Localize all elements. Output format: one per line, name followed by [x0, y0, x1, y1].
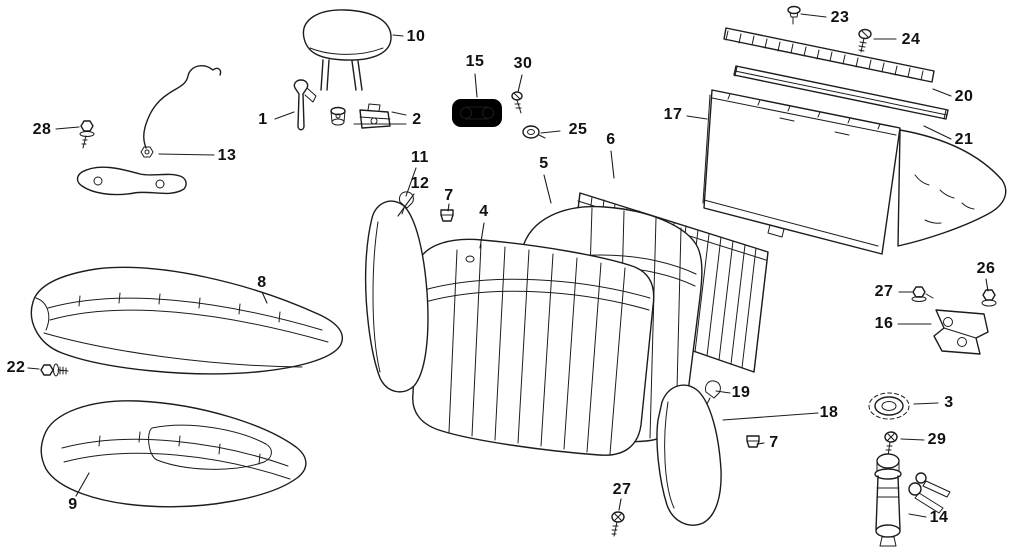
callout-29: 29 [927, 431, 947, 448]
callout-16: 16 [874, 315, 894, 332]
callout-2: 2 [412, 111, 422, 128]
seat-wire-13 [76, 65, 222, 196]
callout-1: 1 [258, 111, 268, 128]
callout-11: 11 [411, 149, 429, 166]
clip-7-top [440, 209, 454, 222]
callout-28: 28 [32, 121, 52, 138]
callout-22: 22 [6, 359, 26, 376]
side-bolster-right-18-19 [656, 380, 722, 526]
callout-12: 12 [410, 175, 430, 192]
callout-23: 23 [830, 9, 850, 26]
callout-7-a: 7 [444, 187, 454, 204]
callout-24: 24 [901, 31, 921, 48]
callout-15: 15 [465, 53, 485, 70]
callout-21: 21 [954, 131, 974, 148]
guide-bracket-15 [452, 99, 502, 127]
screw-27-bottom [611, 511, 625, 537]
callout-4: 4 [479, 203, 489, 220]
seat-back-cushion-4 [412, 238, 655, 456]
callout-3: 3 [944, 394, 954, 411]
callout-25: 25 [568, 121, 588, 138]
seat-cushion-8 [30, 266, 344, 375]
callout-8: 8 [257, 274, 267, 291]
headrest-10 [302, 9, 392, 91]
lock-cylinder-14 [874, 453, 951, 547]
headrest-stay-1 [293, 79, 317, 131]
clip-7-bottom [746, 435, 760, 448]
callout-5: 5 [539, 155, 549, 172]
striker-bracket-16 [933, 309, 989, 355]
rear-window-molding-21 [733, 65, 949, 120]
headrest-guides-2 [330, 103, 391, 129]
seat-cushion-9 [40, 400, 307, 508]
callout-19: 19 [731, 384, 751, 401]
rear-window-rail-20 [723, 27, 935, 83]
rear-shelf-panel-17 [702, 89, 1007, 255]
side-bolster-left-11-12 [364, 191, 429, 393]
callout-10: 10 [406, 28, 426, 45]
bolt-26 [981, 289, 997, 307]
bolt-22 [40, 363, 69, 377]
callout-9: 9 [68, 496, 78, 513]
callout-13: 13 [217, 147, 237, 164]
screw-24 [858, 28, 872, 53]
callout-26: 26 [976, 260, 996, 277]
callout-30: 30 [513, 55, 533, 72]
screw-29 [884, 431, 898, 457]
screw-30 [511, 91, 523, 114]
push-clip-23 [787, 5, 801, 25]
callout-27-a: 27 [874, 283, 894, 300]
callout-18: 18 [819, 404, 839, 421]
callout-7-b: 7 [769, 434, 779, 451]
grommet-25 [522, 125, 546, 139]
grommet-3 [868, 392, 910, 420]
callout-27-b: 27 [612, 481, 632, 498]
leader-lines [27, 13, 989, 518]
bolt-27-right [911, 286, 934, 302]
callout-14: 14 [929, 509, 949, 526]
callout-20: 20 [954, 88, 974, 105]
callout-6: 6 [606, 131, 616, 148]
bolt-28 [79, 120, 95, 149]
callout-17: 17 [663, 106, 683, 123]
